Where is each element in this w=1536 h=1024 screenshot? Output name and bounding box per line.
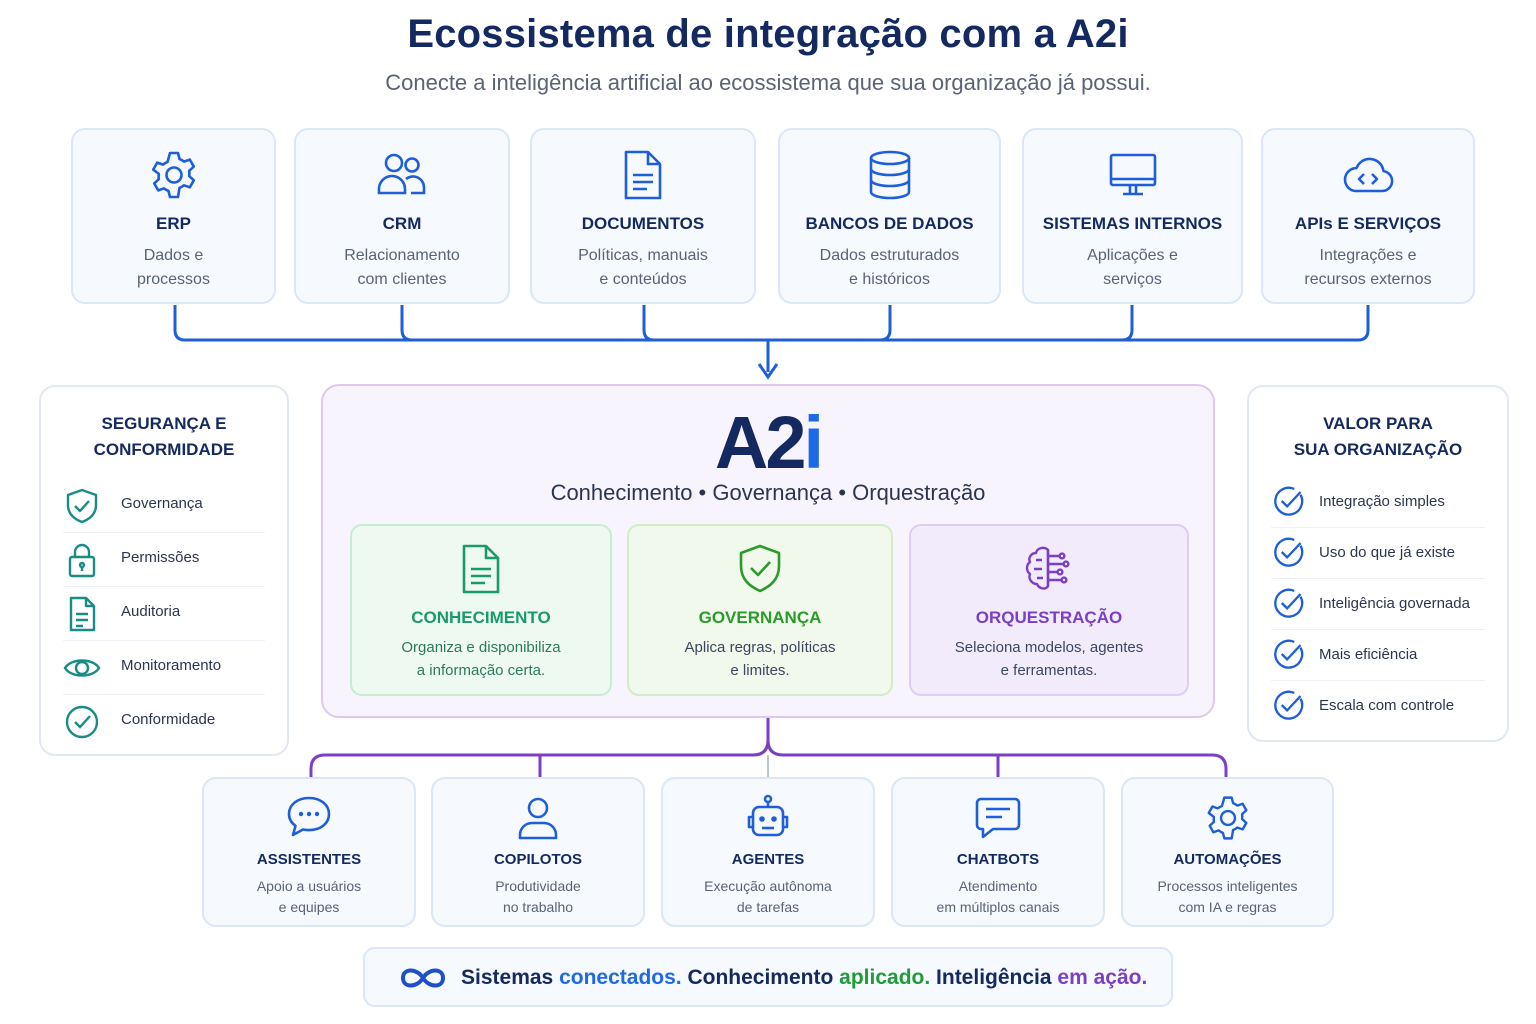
document-icon: [624, 150, 662, 200]
source-title: CRM: [382, 214, 422, 233]
output-title: AGENTES: [731, 851, 805, 868]
value-item-eficiencia: Mais eficiência: [1271, 630, 1485, 681]
page-title: Ecossistema de integração com a A2i: [407, 12, 1129, 56]
check-circle-icon: [1274, 690, 1304, 720]
eye-icon: [63, 659, 101, 677]
check-circle-icon: [1274, 639, 1304, 669]
message-icon: [975, 797, 1021, 839]
value-item-integracao: Integração simples: [1271, 477, 1485, 528]
lock-icon: [68, 543, 96, 578]
infinity-icon: [401, 968, 445, 988]
pillar-title: ORQUESTRAÇÃO: [975, 608, 1123, 627]
brain-circuit-icon: [1025, 546, 1070, 590]
gear-icon: [151, 151, 195, 199]
chat-bubble-icon: [287, 796, 331, 837]
source-title: DOCUMENTOS: [581, 214, 705, 233]
source-title: BANCOS DE DADOS: [805, 214, 974, 233]
robot-icon: [747, 794, 789, 837]
a2i-logo: A2i: [714, 401, 824, 484]
check-circle-icon: [1274, 588, 1304, 618]
security-item-auditoria: Auditoria: [63, 587, 265, 641]
document-icon: [462, 544, 500, 594]
user-icon: [518, 797, 558, 840]
page-subtitle: Conecte a inteligência artificial ao eco…: [385, 70, 1151, 95]
audit-document-icon: [69, 596, 96, 632]
footer-banner: Sistemas conectados. Conhecimento aplica…: [363, 947, 1173, 1007]
footer-text: Sistemas conectados. Conhecimento aplica…: [461, 966, 1148, 989]
shield-check-icon: [739, 544, 781, 593]
gear-icon: [1207, 796, 1248, 840]
value-item-escala: Escala com controle: [1271, 681, 1485, 732]
cloud-code-icon: [1343, 157, 1394, 193]
monitor-icon: [1109, 153, 1156, 196]
value-item-inteligencia: Inteligência governada: [1271, 579, 1485, 630]
output-title: COPILOTOS: [493, 851, 583, 868]
source-title: APIs E SERVIÇOS: [1294, 214, 1442, 233]
check-circle-icon: [65, 705, 99, 739]
shield-check-icon: [66, 488, 98, 524]
pillar-title: CONHECIMENTO: [411, 608, 551, 627]
check-circle-icon: [1274, 537, 1304, 567]
check-circle-icon: [1274, 486, 1304, 516]
output-title: CHATBOTS: [956, 851, 1040, 868]
security-item-governanca: Governança: [63, 479, 265, 533]
output-title: AUTOMAÇÕES: [1173, 851, 1282, 868]
a2i-core-panel: A2i Conhecimento • Governança • Orquestr…: [321, 384, 1215, 718]
security-item-conformidade: Conformidade: [63, 695, 265, 749]
security-item-monitoramento: Monitoramento: [63, 641, 265, 695]
pillar-title: GOVERNANÇA: [698, 608, 822, 627]
source-title: ERP: [156, 214, 191, 233]
core-tagline: Conhecimento • Governança • Orquestração: [550, 480, 986, 505]
source-title: SISTEMAS INTERNOS: [1042, 214, 1223, 233]
database-icon: [869, 150, 910, 200]
security-item-permissoes: Permissões: [63, 533, 265, 587]
users-icon: [377, 153, 426, 195]
value-item-uso: Uso do que já existe: [1271, 528, 1485, 579]
output-title: ASSISTENTES: [256, 851, 362, 868]
